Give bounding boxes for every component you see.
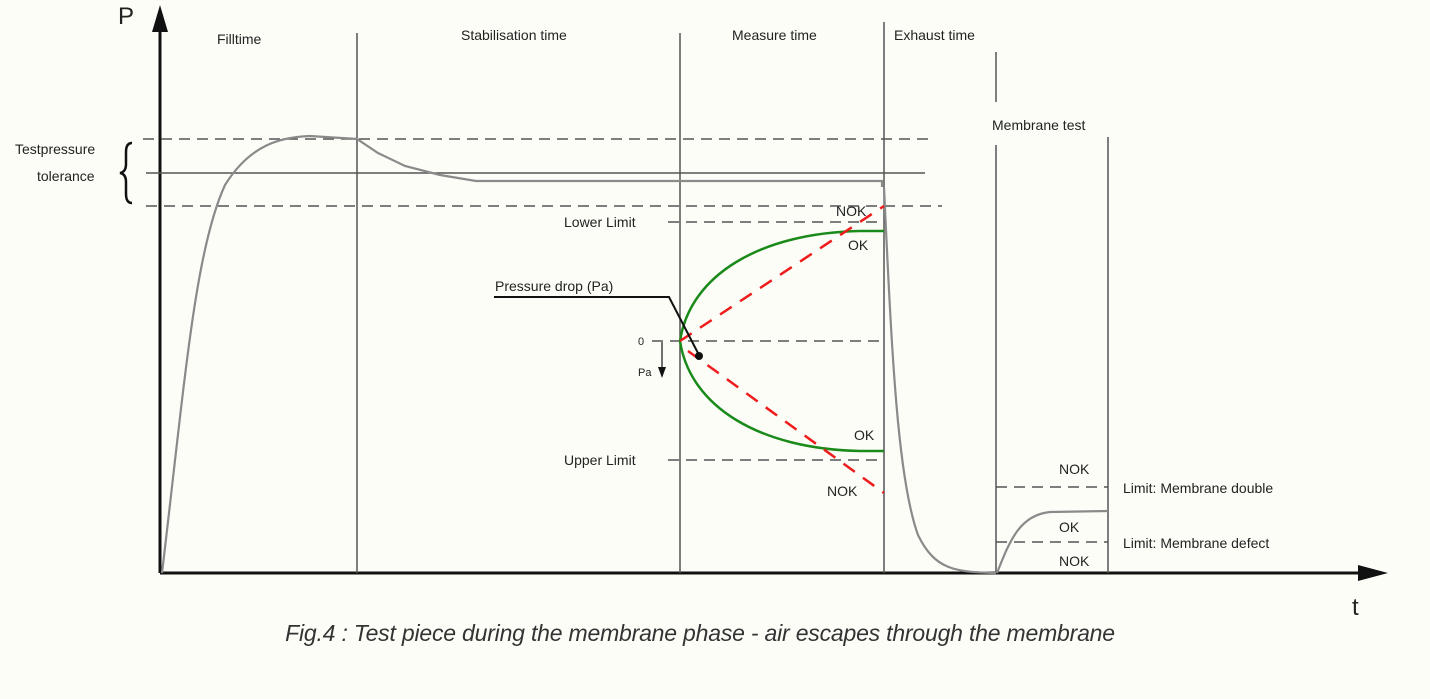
x-axis-arrow-icon <box>1358 565 1388 581</box>
tolerance-label: tolerance <box>37 168 95 184</box>
limit-membrane-double-label: Limit: Membrane double <box>1123 480 1273 496</box>
ok-label-bottom: OK <box>854 427 875 443</box>
membrane-ok: OK <box>1059 519 1080 535</box>
ok-label-top: OK <box>848 237 869 253</box>
pressure-drop-label: Pressure drop (Pa) <box>495 278 613 294</box>
pa-arrow-icon <box>658 367 666 378</box>
pa-unit-label: Pa <box>638 367 652 379</box>
testpressure-label: Testpressure <box>15 141 95 157</box>
figure-caption: Fig.4 : Test piece during the membrane p… <box>285 620 1115 646</box>
phase-label-measure: Measure time <box>732 27 817 43</box>
phase-label-stabilisation: Stabilisation time <box>461 27 567 43</box>
phase-label-membrane: Membrane test <box>992 117 1085 133</box>
y-axis-arrow-icon <box>152 5 168 32</box>
exhaust-curve <box>882 186 997 575</box>
nok-line-upper <box>679 204 885 343</box>
membrane-nok-top: NOK <box>1059 461 1090 477</box>
lower-limit-label: Lower Limit <box>564 214 636 230</box>
membrane-curve <box>995 509 1109 574</box>
nok-label-top: NOK <box>836 203 867 219</box>
pressure-time-diagram: P t Filltime Stabilisation time Measure … <box>15 3 1388 621</box>
nok-label-bottom: NOK <box>827 483 858 499</box>
brace-icon <box>119 141 133 205</box>
upper-limit-label: Upper Limit <box>564 452 636 468</box>
membrane-nok-bottom: NOK <box>1059 553 1090 569</box>
phase-label-filltime: Filltime <box>217 31 262 47</box>
y-axis-label: P <box>118 3 134 30</box>
limit-membrane-defect-label: Limit: Membrane defect <box>1123 535 1269 551</box>
zero-label: 0 <box>638 336 644 348</box>
pressure-curve <box>160 134 884 574</box>
phase-label-exhaust: Exhaust time <box>894 27 975 43</box>
pressure-drop-point <box>695 352 703 360</box>
nok-line-lower <box>687 349 885 495</box>
pressure-drop-leader <box>494 296 700 356</box>
diagram-canvas: P t Filltime Stabilisation time Measure … <box>15 3 1388 621</box>
x-axis-label: t <box>1352 594 1359 620</box>
